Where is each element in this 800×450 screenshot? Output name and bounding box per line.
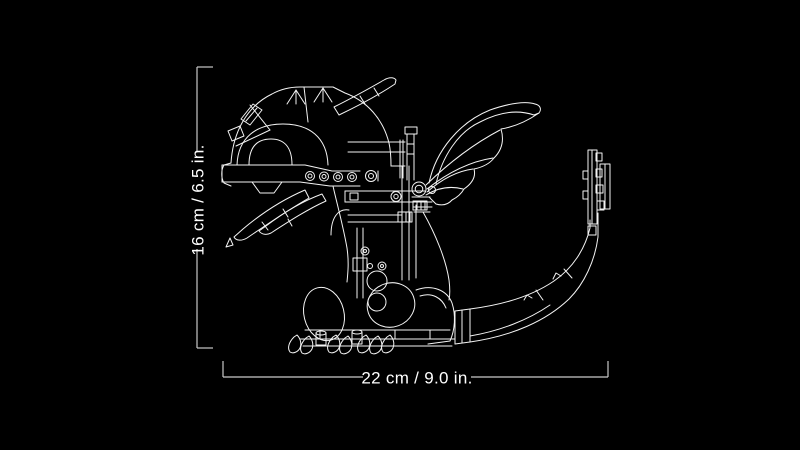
dragon-wing [425, 102, 541, 206]
dragon-feet [288, 329, 456, 355]
height-dimension: 16 cm / 6.5 in. [189, 66, 213, 349]
height-dimension-label: 16 cm / 6.5 in. [189, 144, 208, 255]
lego-dragon-wireframe-illustration [221, 77, 611, 355]
width-dimension-label: 22 cm / 9.0 in. [361, 369, 472, 388]
dragon-jaw-fangs [225, 189, 327, 248]
dragon-tail [454, 212, 599, 345]
dragon-shoulder [344, 181, 436, 223]
dragon-head [221, 77, 397, 194]
dragon-body [330, 165, 451, 312]
dragon-tail-fin [582, 149, 611, 236]
width-dimension: 22 cm / 9.0 in. [222, 361, 609, 388]
dragon-neck [347, 126, 418, 181]
